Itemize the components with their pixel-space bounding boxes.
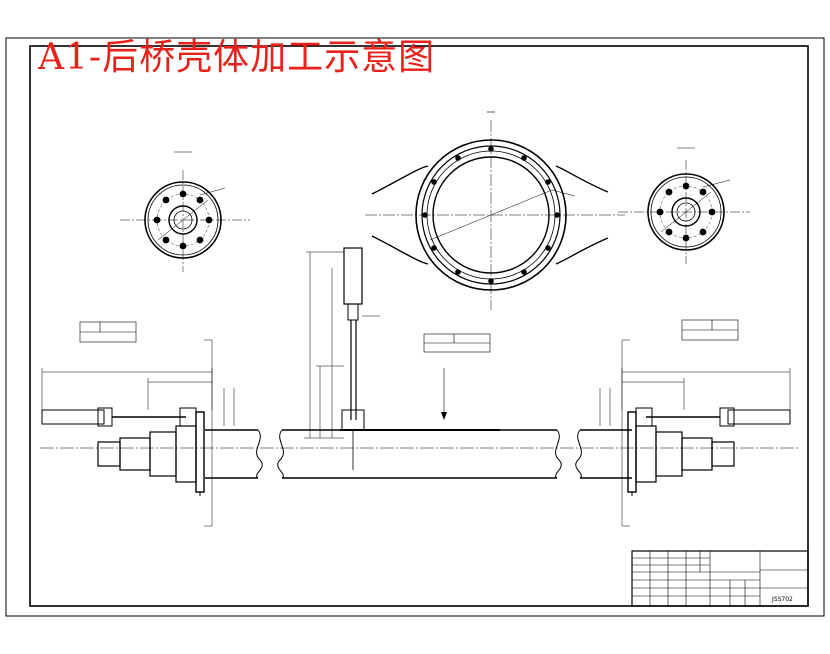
drawing-title: A1-后桥壳体加工示意图 [38,37,436,78]
process-note-boxes [79,319,739,353]
axle-housing-center-view [365,111,625,310]
outer-border [5,37,825,617]
drawing-number: JSS702 [771,596,793,603]
inner-border [29,45,809,607]
axle-tube-elevation [40,247,800,496]
right-flange-end-view [618,147,750,264]
title-block [631,550,809,607]
dimension-lines [41,251,791,527]
left-flange-end-view [120,151,250,272]
